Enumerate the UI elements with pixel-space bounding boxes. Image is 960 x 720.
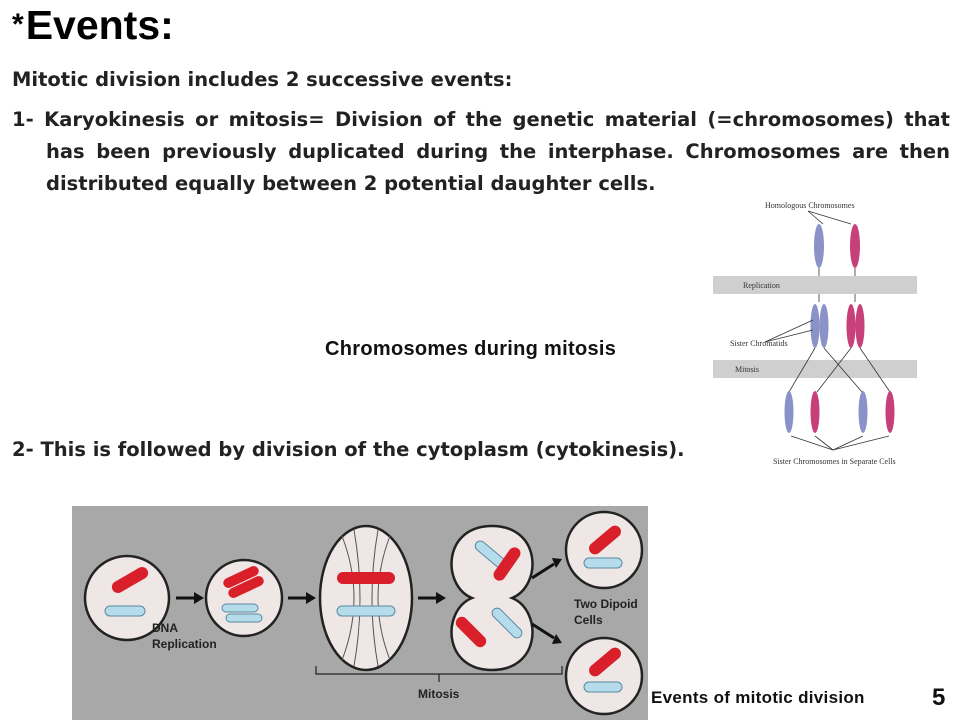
caption-chromosomes-during-mitosis: Chromosomes during mitosis (325, 338, 617, 360)
chromosome-blue (221, 603, 259, 613)
label-replication: Replication (152, 637, 217, 651)
pointer-line (764, 319, 814, 343)
intro-text: Mitotic division includes 2 successive e… (12, 68, 513, 91)
label-replication: Replication (743, 281, 780, 290)
chromosome-blue (336, 605, 396, 617)
arrow-homologous-right (807, 210, 852, 225)
title-text: Events: (25, 2, 174, 48)
chromosome-red (455, 616, 487, 648)
arrow-head (552, 634, 562, 644)
pointer-line (764, 329, 814, 343)
chromosome-red (589, 525, 621, 555)
chromosome-blue (583, 681, 623, 693)
mitotic-division-diagram: DNA Replication Two Dipoid Cells Mitosis (72, 506, 648, 720)
replication-band (713, 276, 917, 294)
chromosome-pink (810, 391, 820, 433)
label-sister-chromatids: Sister Chromatids (730, 339, 788, 348)
arrow-head (552, 558, 562, 568)
label-two-diploid: Two Dipoid (574, 597, 638, 611)
mitosis-band (713, 360, 917, 378)
chromosome-red (223, 566, 259, 588)
parent-cell (83, 554, 171, 642)
arrow (531, 562, 555, 580)
chromatid-blue (810, 304, 820, 348)
page-number: 5 (932, 684, 946, 711)
spindle-fibers (341, 529, 391, 667)
arrow-split (859, 347, 891, 393)
chromosome-red (111, 567, 149, 593)
pointer-line (790, 435, 834, 451)
chromosome-replication-diagram: Homologous Chromosomes Replication Siste… (713, 201, 917, 466)
chromosome-red (228, 576, 264, 598)
label-cells: Cells (574, 613, 603, 627)
chromosome-pink (850, 224, 860, 268)
arrow-head (306, 592, 316, 604)
daughter-cell-1 (564, 510, 644, 590)
label-mitosis: Mitosis (735, 365, 759, 374)
slide-title: *Events: (12, 2, 174, 49)
chromosome-red (589, 647, 621, 677)
pointer-line (832, 435, 890, 451)
label-dna: DNA (152, 621, 178, 635)
chromosome-blue (858, 391, 868, 433)
arrow-split (823, 347, 863, 393)
chromosome-red (337, 572, 395, 584)
label-mitosis: Mitosis (418, 687, 460, 701)
chromatid-pink (846, 304, 856, 348)
pointer-line (814, 435, 834, 451)
arrow-homologous-left (807, 210, 824, 225)
arrow (531, 622, 555, 640)
chromosome-blue (491, 607, 523, 639)
point-2-text: 2- This is followed by division of the c… (12, 438, 685, 461)
caption-events-of-mitotic-division: Events of mitotic division (651, 688, 865, 707)
chromosome-blue (814, 224, 824, 268)
arrow-head (194, 592, 204, 604)
arrow-split (816, 347, 852, 393)
chromatid-blue (819, 304, 829, 348)
chromatid-pink (855, 304, 865, 348)
chromosome-blue (583, 557, 623, 569)
arrow-head (436, 592, 446, 604)
daughter-cell-2 (564, 636, 644, 716)
point-1-text: 1- Karyokinesis or mitosis= Division of … (12, 108, 950, 195)
chromosome-blue (784, 391, 794, 433)
chromosome-blue (104, 605, 146, 617)
label-homologous-chromosomes: Homologous Chromosomes (765, 201, 855, 210)
metaphase-cell (318, 524, 414, 672)
title-star: * (12, 8, 24, 41)
label-sister-chromosomes-separate: Sister Chromosomes in Separate Cells (773, 457, 896, 466)
chromosome-red (493, 547, 521, 581)
pointer-line (832, 435, 864, 451)
chromosome-blue (225, 613, 263, 623)
arrow-split (788, 347, 816, 393)
chromosome-pink (885, 391, 895, 433)
